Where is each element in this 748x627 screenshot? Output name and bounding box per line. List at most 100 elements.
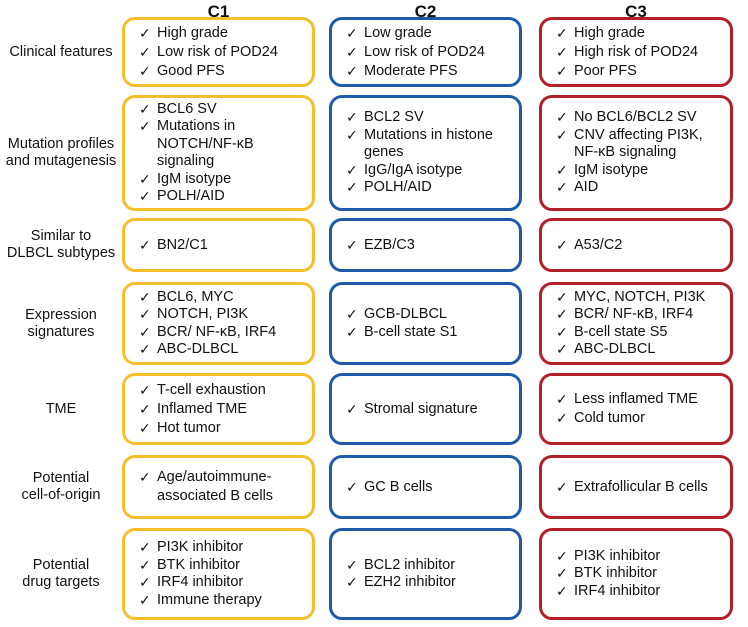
cell-item: ✓BTK inhibitor <box>556 565 724 583</box>
checkmark-icon: ✓ <box>346 478 358 495</box>
cell-item: ✓ Inflamed TME <box>139 400 306 419</box>
checkmark-icon: ✓ <box>346 179 358 196</box>
cell-box-c2: ✓BCL2 SV✓Mutations in histone genes✓IgG/… <box>329 95 522 211</box>
cell-item: ✓Stromal signature <box>346 400 513 419</box>
checkmark-icon: ✓ <box>139 574 151 590</box>
cell-item-text: EZH2 inhibitor <box>364 574 456 590</box>
cell-item-text: Mutations in histone genes <box>364 126 493 161</box>
cell-item-text: Immune therapy <box>157 591 262 608</box>
checkmark-icon: ✓ <box>139 306 151 322</box>
row-label-line: cell-of-origin <box>21 487 101 503</box>
cell-item-text: ABC-DLBCL <box>157 341 239 357</box>
cell-item-text: PI3K inhibitor <box>574 547 661 564</box>
cell-item-text: Hot tumor <box>157 419 221 436</box>
cell-item: ✓BCR/ NF-κB, IRF4 <box>556 306 724 324</box>
checkmark-icon: ✓ <box>346 236 358 253</box>
cell-item-text: NOTCH, PI3K <box>157 306 249 322</box>
cell-item-text: IgM isotype <box>574 161 649 178</box>
cell-item: ✓BTK inhibitor <box>139 557 306 575</box>
cell-box-c2: ✓GCB-DLBCL✓B-cell state S1 <box>329 282 522 365</box>
cell-item-text: High risk of POD24 <box>574 43 699 60</box>
cell-item-text: Low risk of POD24 <box>364 43 485 60</box>
cell-box-c3: ✓High grade✓High risk of POD24✓Poor PFS <box>539 17 733 87</box>
cell-item-text: PI3K inhibitor <box>157 539 244 555</box>
checkmark-icon: ✓ <box>139 591 151 608</box>
checkmark-icon: ✓ <box>139 419 151 436</box>
cell-item: ✓EZB/C3 <box>346 236 513 255</box>
cell-item-text: A53/C2 <box>574 236 623 253</box>
cell-item: ✓IRF4 inhibitor <box>556 583 724 601</box>
checkmark-icon: ✓ <box>556 288 568 305</box>
cell-box-c3: ✓Less inflamed TME✓ Cold tumor <box>539 373 733 445</box>
cell-item: ✓Good PFS <box>139 62 306 81</box>
cell-item: ✓ PI3K inhibitor <box>556 548 724 566</box>
checkmark-icon: ✓ <box>139 381 151 398</box>
checkmark-icon: ✓ <box>139 469 151 485</box>
cell-item-text: Extrafollicular B cells <box>574 478 708 495</box>
checkmark-icon: ✓ <box>556 410 568 426</box>
checkmark-icon: ✓ <box>346 556 358 573</box>
checkmark-icon: ✓ <box>139 323 151 340</box>
cell-item-text: IgM isotype <box>157 170 232 187</box>
column-header-c3: C3 <box>625 2 647 21</box>
cell-item-text: BTK inhibitor <box>157 556 241 573</box>
cell-box-c3: ✓ PI3K inhibitor✓BTK inhibitor✓IRF4 inhib… <box>539 528 733 620</box>
cell-item-text: CNV affecting PI3K, NF-κB signaling <box>574 126 703 161</box>
cell-item-text: BCR/ NF-κB, IRF4 <box>574 306 694 322</box>
cell-item-text: AID <box>574 179 599 196</box>
cell-item: ✓T-cell exhaustion <box>139 381 306 400</box>
row-label-line: Potential <box>32 557 90 573</box>
cell-item: ✓ ABC-DLBCL <box>139 341 306 359</box>
cell-item: ✓Age/autoimmune- associated B cells <box>139 468 306 506</box>
cell-item-text: GC B cells <box>364 478 433 495</box>
cell-box-c2: ✓BCL2 inhibitor✓EZH2 inhibitor <box>329 528 522 620</box>
checkmark-icon: ✓ <box>139 24 151 41</box>
checkmark-icon: ✓ <box>346 323 358 340</box>
cell-item: ✓BN2/C1 <box>139 236 306 255</box>
cell-item: ✓ IRF4 inhibitor <box>139 574 306 592</box>
cell-item: ✓Extrafollicular B cells <box>556 478 724 497</box>
cell-item: ✓Poor PFS <box>556 62 724 81</box>
cell-item: ✓ Low risk of POD24 <box>346 43 513 62</box>
cell-item: ✓ B-cell state S5 <box>556 324 724 342</box>
checkmark-icon: ✓ <box>556 547 568 564</box>
cell-item-text: POLH/AID <box>157 188 225 204</box>
checkmark-icon: ✓ <box>556 565 568 582</box>
cell-item: ✓POLH/AID <box>139 188 306 206</box>
cell-item-text: B-cell state S5 <box>574 323 668 340</box>
row-label-line: and mutagenesis <box>5 153 117 169</box>
checkmark-icon: ✓ <box>556 323 568 340</box>
cell-item-text: IRF4 inhibitor <box>157 574 244 590</box>
cell-box-c1: ✓PI3K inhibitor✓BTK inhibitor✓IRF4 inhib… <box>122 528 315 620</box>
cell-item-text: Cold tumor <box>574 410 645 426</box>
checkmark-icon: ✓ <box>139 400 151 417</box>
checkmark-icon: ✓ <box>556 236 568 253</box>
checkmark-icon: ✓ <box>346 43 358 60</box>
checkmark-icon: ✓ <box>139 100 151 117</box>
cell-item-text: No BCL6/BCL2 SV <box>574 109 697 126</box>
cell-item-text: Inflamed TME <box>157 400 247 417</box>
cell-item: ✓BCL2 inhibitor <box>346 557 513 575</box>
cell-item-text: Stromal signature <box>364 400 478 417</box>
cell-item-text: High grade <box>574 24 645 41</box>
checkmark-icon: ✓ <box>346 62 358 79</box>
cell-box-c3: ✓No BCL6/BCL2 SV✓CNV affecting PI3K, NF-… <box>539 95 733 211</box>
cell-box-c2: ✓ GC B cells <box>329 455 522 519</box>
cell-item: ✓Low risk of POD24 <box>139 43 306 62</box>
cell-item: ✓Less inflamed TME <box>556 390 724 409</box>
checkmark-icon: ✓ <box>139 341 151 357</box>
checkmark-icon: ✓ <box>139 288 151 305</box>
cell-item-text: Poor PFS <box>574 62 637 79</box>
cell-item-text: Good PFS <box>157 62 225 79</box>
cell-item: ✓IgM isotype <box>556 162 724 180</box>
cell-item: ✓ABC-DLBCL <box>556 341 724 359</box>
row-label-line: DLBCL subtypes <box>6 245 116 261</box>
cell-item: ✓ Immune therapy <box>139 592 306 610</box>
checkmark-icon: ✓ <box>556 582 568 599</box>
checkmark-icon: ✓ <box>139 236 151 253</box>
cell-item: ✓EZH2 inhibitor <box>346 574 513 592</box>
cell-item: ✓High grade <box>556 24 724 43</box>
